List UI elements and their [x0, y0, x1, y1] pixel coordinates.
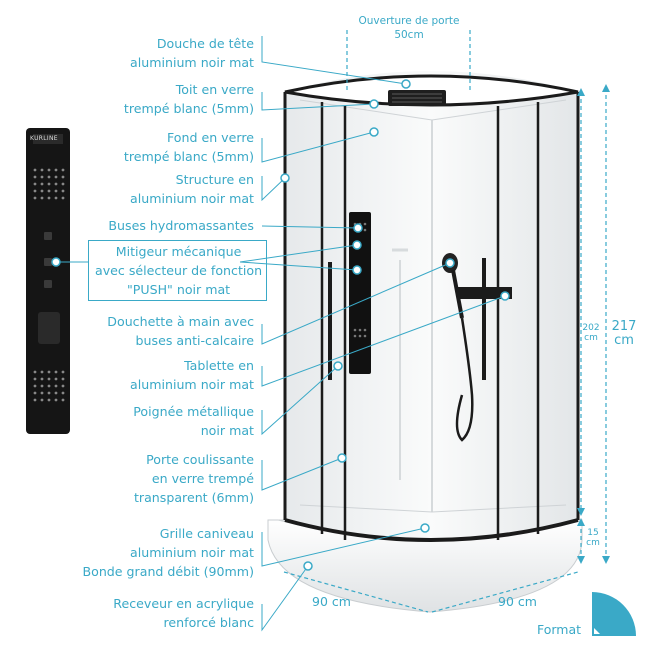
total-height-dimension: 217 cm [609, 320, 639, 348]
label-tray: Receveur en acrylique renforcé blanc [113, 594, 254, 632]
width-left-dimension: 90 cm [312, 594, 351, 609]
label-line: trempé blanc (5mm) [123, 101, 254, 116]
label-head-shower: Douche de tête aluminium noir mat [130, 34, 254, 72]
label-line: Structure en [175, 172, 254, 187]
label-line: transparent (6mm) [133, 490, 254, 505]
dimension-arrows [577, 84, 610, 564]
cabin-body [283, 71, 580, 542]
label-drain-grille: Grille caniveau aluminium noir mat Bonde… [82, 524, 254, 581]
label-back-glass: Fond en verre trempé blanc (5mm) [124, 128, 254, 166]
cabin-height-value: 202 [582, 323, 600, 333]
hydro-column [349, 212, 371, 374]
label-line: Bonde grand débit (90mm) [82, 564, 254, 579]
label-line: renforcé blanc [163, 615, 254, 630]
format-quarter-circle-icon [592, 592, 636, 636]
format-label: Format [537, 622, 582, 637]
label-line: aluminium noir mat [130, 377, 254, 392]
label-hydro-jets: Buses hydromassantes [108, 216, 254, 235]
label-roof-glass: Toit en verre trempé blanc (5mm) [124, 80, 254, 118]
total-height-value: 217 [611, 319, 637, 334]
label-line: Porte coulissante [146, 452, 254, 467]
dimension-lines [283, 30, 607, 613]
label-handle: Poignée métallique noir mat [133, 402, 254, 440]
total-height-unit: cm [614, 333, 634, 348]
label-sliding-door: Porte coulissante en verre trempé transp… [134, 450, 254, 507]
label-structure: Structure en aluminium noir mat [130, 170, 254, 208]
label-line: Poignée métallique [133, 404, 254, 419]
label-line: Toit en verre [175, 82, 254, 97]
label-line: Fond en verre [166, 130, 254, 145]
control-panel [26, 128, 70, 434]
label-line: trempé blanc (5mm) [123, 149, 254, 164]
label-line: avec sélecteur de fonction [95, 263, 263, 278]
door-handle-right [482, 258, 486, 380]
door-opening-value: 50cm [394, 29, 424, 41]
label-line: Grille caniveau [159, 526, 254, 541]
label-line: "PUSH" noir mat [126, 282, 231, 297]
label-shelf: Tablette en aluminium noir mat [130, 356, 254, 394]
door-handle-left [328, 262, 332, 380]
label-line: noir mat [200, 423, 254, 438]
label-line: aluminium noir mat [130, 191, 254, 206]
label-line: Douchette à main avec [107, 314, 254, 329]
label-line: Buses hydromassantes [108, 218, 254, 233]
door-opening-dimension: Ouverture de porte 50cm [352, 14, 466, 42]
tray-height-dimension: 15 cm [582, 528, 604, 548]
door-opening-title: Ouverture de porte [358, 15, 460, 27]
label-line: Mitigeur mécanique [115, 244, 242, 259]
label-line: Douche de tête [156, 36, 254, 51]
label-line: en verre trempé [151, 471, 254, 486]
shelf [458, 287, 512, 299]
label-hand-shower: Douchette à main avec buses anti-calcair… [107, 312, 254, 350]
cabin-height-dimension: 202 cm [580, 323, 602, 343]
label-line: buses anti-calcaire [135, 333, 254, 348]
panel-brand: KURLINE [30, 135, 58, 142]
label-mixer: Mitigeur mécanique avec sélecteur de fon… [88, 240, 268, 301]
width-right-dimension: 90 cm [498, 594, 537, 609]
label-line: aluminium noir mat [130, 55, 254, 70]
tray-height-unit: cm [586, 538, 600, 548]
leader-lines [56, 36, 506, 632]
tray-height-value: 15 [587, 528, 599, 538]
label-line: Tablette en [184, 358, 254, 373]
mixer-lever [38, 312, 60, 344]
label-line: aluminium noir mat [130, 545, 254, 560]
cabin-height-unit: cm [584, 333, 598, 343]
label-line: Receveur en acrylique [113, 596, 254, 611]
callout-dots [51, 79, 510, 571]
